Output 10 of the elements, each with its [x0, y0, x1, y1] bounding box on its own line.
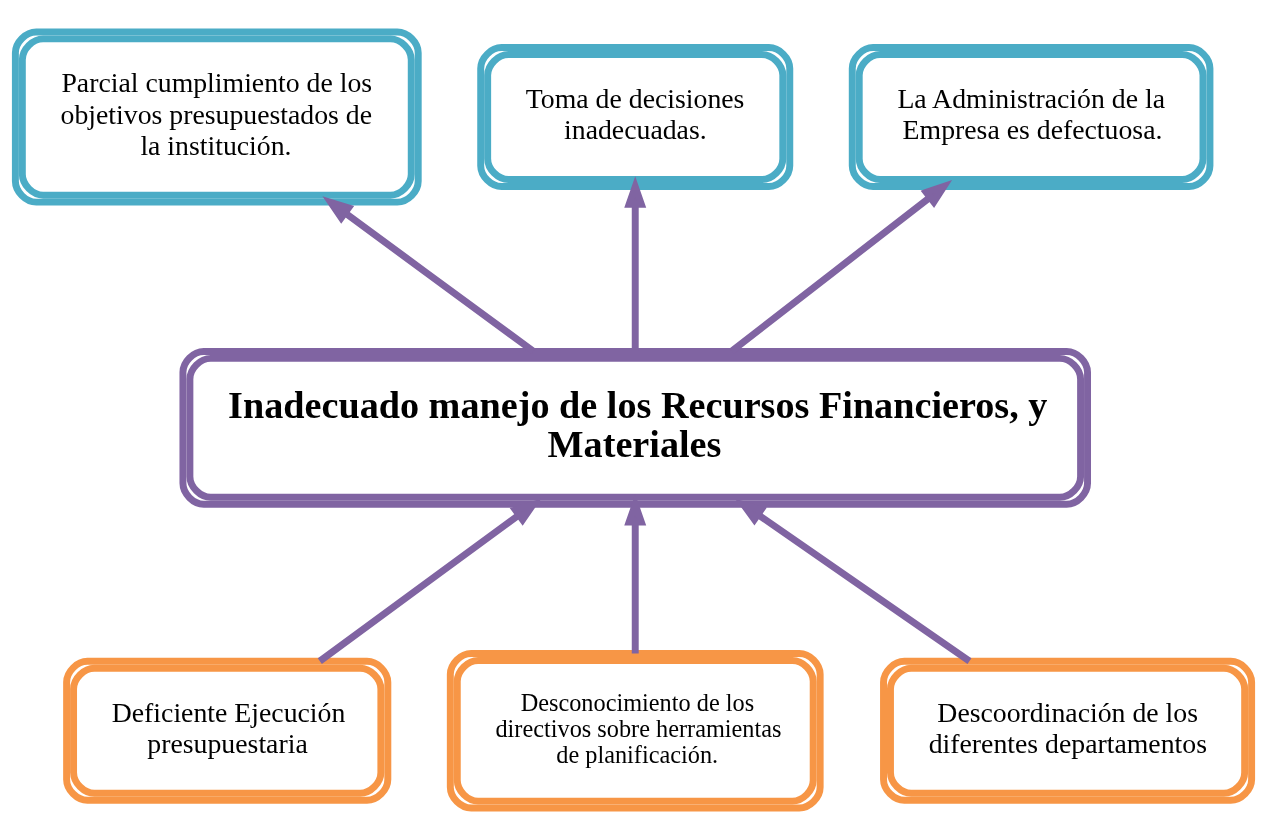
node-box: Toma de decisiones inadecuadas.: [477, 43, 794, 190]
node-box: Parcial cumplimiento de los objetivos presupuestados de la institución.: [11, 27, 422, 206]
arrow: [624, 175, 647, 351]
node-box: La Administración de la Empresa es defectuosa.: [848, 43, 1214, 190]
node-box: Inadecuado manejo de los Recursos Financieros, y Materiales: [179, 347, 1091, 508]
arrow: [317, 497, 542, 664]
node-box: Descoordinación de los diferentes departamentos: [880, 657, 1256, 804]
node-box: Deficiente Ejecución presupuestaria: [63, 657, 392, 804]
arrow: [734, 498, 972, 664]
node-box: Desconocimiento de los directivos sobre herramientas de planificación.: [446, 649, 824, 812]
